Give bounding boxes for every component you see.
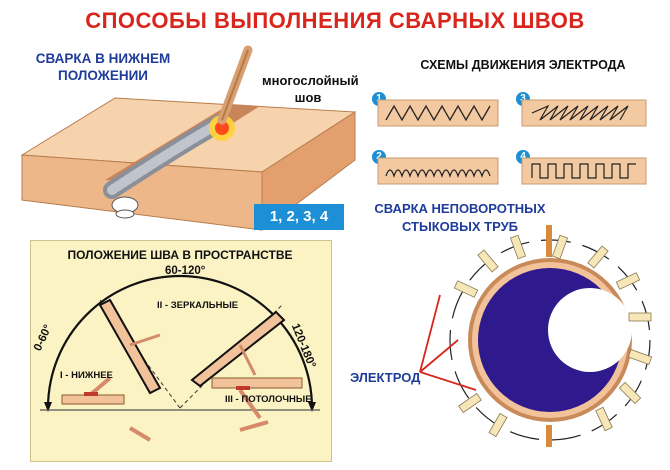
position-2-label: II - ЗЕРКАЛЬНЫЕ (157, 300, 239, 311)
bottom-welding-line1: СВАРКА В НИЖНЕМ (35, 51, 171, 66)
multilayer-line1: многослойный (262, 73, 359, 88)
position-1-label: I - НИЖНЕЕ (60, 370, 113, 381)
multilayer-label: многослойный шов (262, 72, 359, 106)
pipes-label: СВАРКА НЕПОВОРОТНЫХ СТЫКОВЫХ ТРУБ (370, 200, 550, 236)
plate-position-3 (211, 377, 303, 420)
plate-position-1 (61, 376, 125, 405)
scheme-1 (377, 99, 499, 127)
angle-arc (46, 274, 314, 409)
position-3-label: III - ПОТОЛОЧНЫЕ (225, 394, 312, 405)
multilayer-line2: шов (294, 90, 322, 105)
weld-bead (103, 115, 227, 199)
electrode-label: ЭЛЕКТРОД (350, 370, 421, 385)
scheme-3 (521, 99, 647, 127)
electrode-1 (128, 426, 152, 442)
pipes-line2: СТЫКОВЫХ ТРУБ (401, 219, 519, 234)
bottom-welding-label: СВАРКА В НИЖНЕМ ПОЛОЖЕНИИ (18, 50, 188, 84)
layers-badge: 1, 2, 3, 4 (254, 204, 344, 230)
pipe-electrodes (453, 234, 653, 438)
angle-60-120-label: 60-120° (165, 265, 206, 277)
scheme-4 (521, 157, 647, 185)
position-title: ПОЛОЖЕНИЕ ШВА В ПРОСТРАНСТВЕ (67, 248, 293, 262)
pipes-line1: СВАРКА НЕПОВОРОТНЫХ (374, 201, 546, 216)
schemes-title: СХЕМЫ ДВИЖЕНИЯ ЭЛЕКТРОДА (420, 58, 626, 72)
plate-position-2-right (190, 310, 286, 388)
electrode-pointers (419, 294, 477, 391)
page-title: СПОСОБЫ ВЫПОЛНЕНИЯ СВАРНЫХ ШВОВ (85, 8, 585, 33)
plate-position-2-left (98, 298, 162, 395)
electrode-2 (239, 420, 269, 432)
scheme-2 (377, 157, 499, 185)
bottom-welding-line2: ПОЛОЖЕНИИ (57, 68, 149, 83)
pipe-hole (548, 288, 632, 372)
